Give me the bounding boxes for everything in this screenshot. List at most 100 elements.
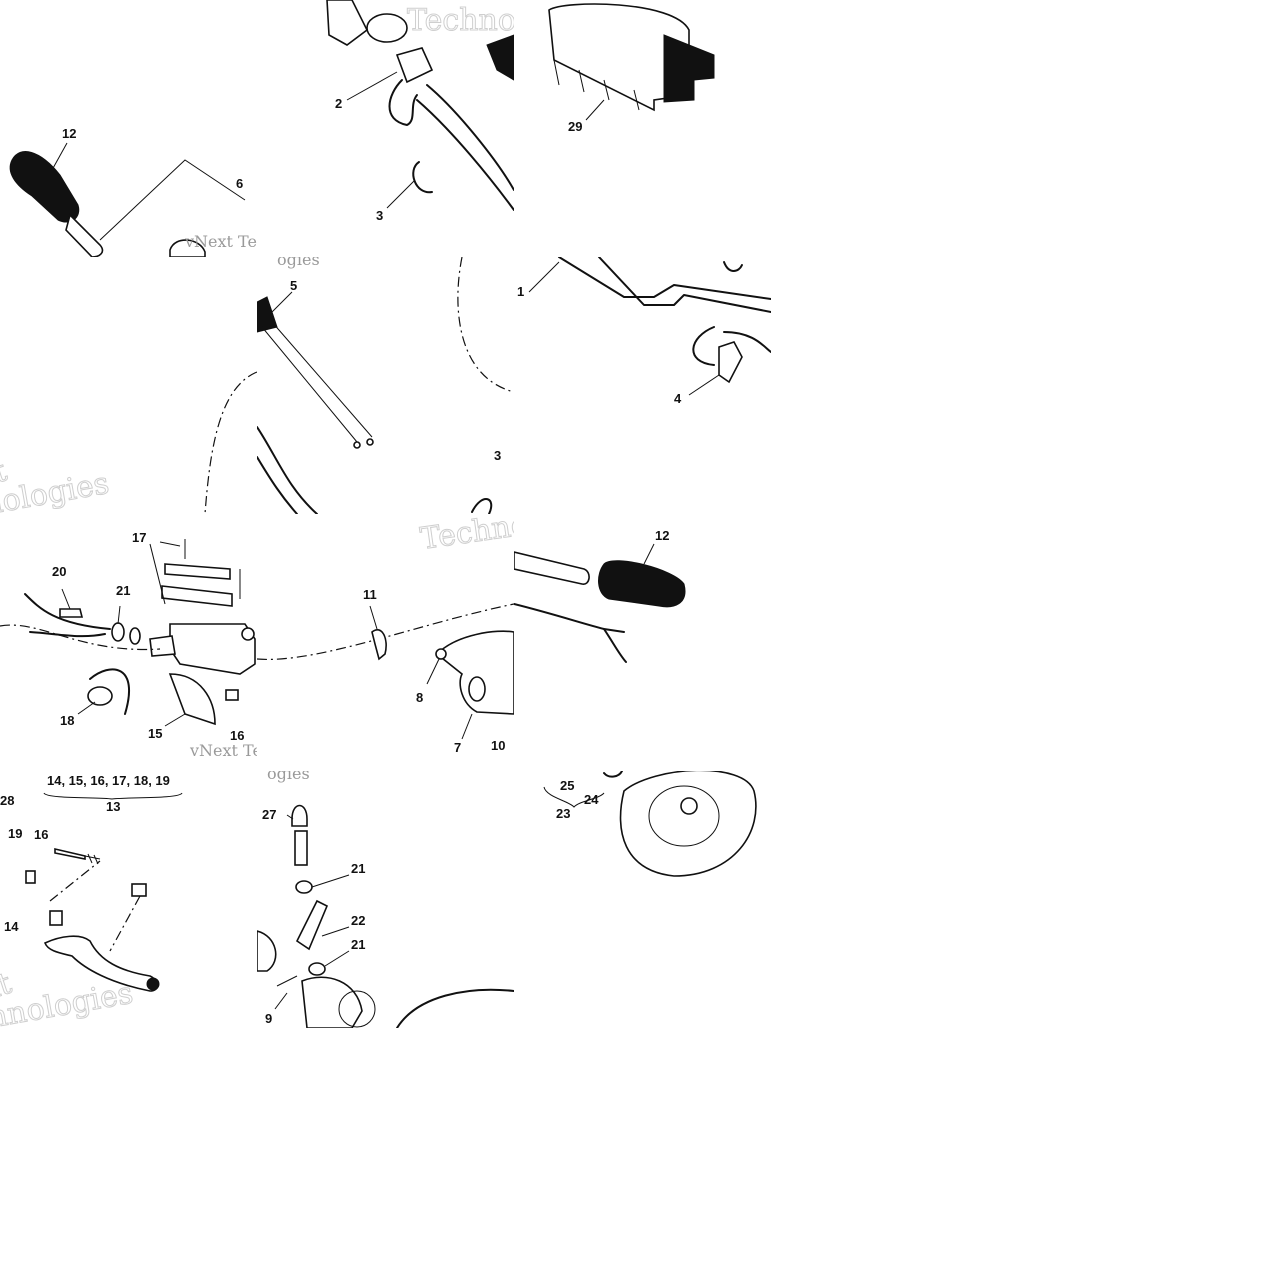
watermark-text-6: ogies <box>277 257 320 269</box>
tile-watermark-left-drawing: xt nologies <box>0 371 257 514</box>
group-13-members: 14, 15, 16, 17, 18, 19 <box>47 773 170 788</box>
clip-top-right <box>723 261 743 272</box>
gasket-17 <box>161 585 233 607</box>
group-23-brace <box>543 786 605 808</box>
bleed-nipple-shape <box>294 830 308 866</box>
leader-20 <box>61 588 71 610</box>
cable-end-shape <box>486 34 514 81</box>
cap-27-shape <box>291 804 308 827</box>
cable-5-lines <box>261 321 373 443</box>
leader-7 <box>461 713 473 740</box>
cable-5-tip-1 <box>353 441 361 449</box>
tile-switch-top-drawing: 2 3 Techno <box>326 0 514 223</box>
tile-lever: 14, 15, 16, 17, 18, 19 13 28 19 16 14 xt… <box>0 771 257 1028</box>
leader-17 <box>159 541 181 547</box>
label-1: 1 <box>517 284 524 299</box>
tile-grip-right: 12 26 <box>514 514 771 771</box>
label-6: 6 <box>236 176 243 191</box>
switch-housing-shape <box>169 239 206 257</box>
switch-2-wire <box>388 79 418 126</box>
watermark-text-2: Techno <box>407 3 514 38</box>
tile-cover: 29 <box>514 0 771 257</box>
label-13: 13 <box>106 799 120 814</box>
clip-3-shape <box>412 161 433 194</box>
watermark-text-6b: ogies <box>267 771 310 783</box>
boot-15-shape <box>168 673 216 726</box>
grip-12b-shape <box>598 560 686 608</box>
label-3b: 3 <box>494 448 501 463</box>
cover-edge <box>396 988 514 1028</box>
cable-path-dashed <box>204 371 257 514</box>
tile-grip-left-drawing: 12 6 vNext Tec <box>9 126 257 257</box>
caliper-cover-inner <box>648 785 720 847</box>
label-9: 9 <box>265 1011 272 1026</box>
caliper-cover-boss <box>680 797 698 815</box>
group-13-brace <box>43 792 183 800</box>
watermark-text-4: nologies <box>0 466 112 514</box>
caliper-cover-shape <box>619 771 757 877</box>
tile-lever-drawing: 14, 15, 16, 17, 18, 19 13 28 19 16 14 xt… <box>0 773 183 1028</box>
leader-18 <box>77 701 96 715</box>
tile-cover-drawing: 29 <box>548 3 715 134</box>
bushing-shape <box>366 13 408 43</box>
leader-12 <box>51 142 68 171</box>
watermark-text-3: hnologies <box>0 976 136 1028</box>
washer-21b-shape <box>295 880 313 894</box>
cable-path-dashed-2 <box>457 257 514 393</box>
pivot-bore <box>241 627 255 641</box>
label-17: 17 <box>132 530 146 545</box>
leader-9 <box>274 992 288 1010</box>
label-22: 22 <box>351 913 365 928</box>
hose-path-dashed <box>0 624 161 651</box>
brake-hose-top <box>24 593 111 630</box>
label-20: 20 <box>52 564 66 579</box>
label-25: 25 <box>560 778 574 793</box>
o-ring-shape <box>338 990 376 1028</box>
tile-watermark-left: xt nologies <box>0 257 257 514</box>
leader-8 <box>426 658 440 685</box>
switch-4-wire <box>692 326 771 366</box>
leader-3a <box>386 179 416 209</box>
tile-cables-drawing: 5 3 ogies <box>257 257 514 514</box>
label-15: 15 <box>148 726 162 741</box>
reservoir-cover-17 <box>164 563 231 580</box>
leader-15 <box>164 713 186 727</box>
housing-7-shape <box>435 630 514 715</box>
tile-cables: 5 3 ogies <box>257 257 514 514</box>
nut-16-shape <box>225 689 239 701</box>
tile-housing-drawing: 11 8 7 10 Techno <box>257 514 514 755</box>
watermark-text-2b: Techno <box>418 514 514 557</box>
label-23: 23 <box>556 806 570 821</box>
label-21b: 21 <box>351 861 365 876</box>
tile-housing: 11 8 7 10 Techno <box>257 514 514 771</box>
banjo-washer-21a <box>111 622 125 642</box>
handlebar-1-top <box>558 257 771 300</box>
label-19: 19 <box>8 826 22 841</box>
cable-5-end <box>257 296 278 333</box>
cable-path-dashed-3 <box>257 603 514 661</box>
banjo-bolt-20 <box>59 608 84 618</box>
cap-18-shape <box>87 686 113 706</box>
label-16a: 16 <box>230 728 244 743</box>
leader-21 <box>117 605 121 625</box>
tile-fittings: 27 21 22 21 9 ogies <box>257 771 514 1028</box>
leader-29 <box>585 99 605 121</box>
label-2: 2 <box>335 96 342 111</box>
housing-fragment <box>326 0 369 46</box>
leader-21c <box>324 950 350 967</box>
bolt-16-head <box>25 870 36 884</box>
tile-caliper-cover-drawing: 25 24 23 <box>543 771 757 877</box>
label-28: 28 <box>0 793 14 808</box>
leader-5 <box>271 291 293 313</box>
tile-master-cylinder: 17 20 21 18 15 16 vNext Te <box>0 514 257 771</box>
switch-4-shape <box>718 341 743 384</box>
throttle-tube-shape <box>514 551 590 585</box>
label-14: 14 <box>4 919 19 934</box>
label-4: 4 <box>674 391 682 406</box>
label-18: 18 <box>60 713 74 728</box>
cable-5-tip-2 <box>366 438 374 446</box>
label-12b: 12 <box>655 528 669 543</box>
cable-26-shape <box>514 603 625 633</box>
label-21c: 21 <box>351 937 365 952</box>
adjuster-knob <box>131 883 147 897</box>
